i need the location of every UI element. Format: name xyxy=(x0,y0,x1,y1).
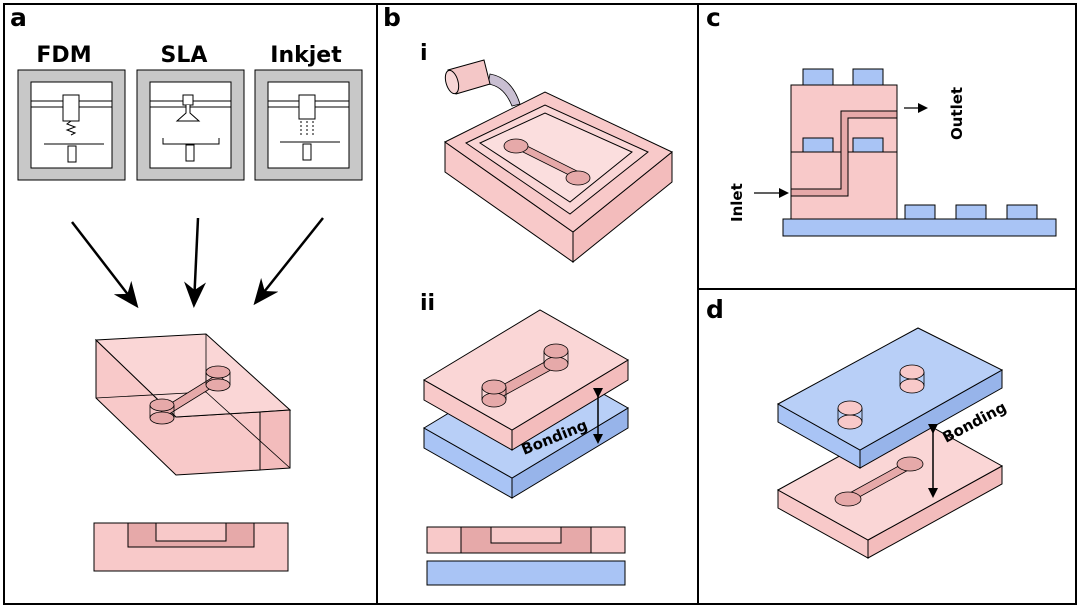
bonding-assembly: Bonding xyxy=(423,309,629,499)
printed-chip-cross-section xyxy=(93,522,289,572)
panel-d-label: d xyxy=(706,295,724,324)
printer-label-sla: SLA xyxy=(161,43,208,68)
printed-chip-3d xyxy=(94,333,292,476)
fdm-printer-icon xyxy=(17,69,126,181)
casting-mould xyxy=(444,91,673,264)
panel-b: b i ii xyxy=(383,3,673,586)
panel-borders xyxy=(3,3,1077,605)
inkjet-printer-icon xyxy=(254,69,363,181)
lego-bricks xyxy=(790,68,898,220)
converging-arrows xyxy=(71,217,324,309)
pink-channel-layer xyxy=(776,415,1004,559)
step-ii-label: ii xyxy=(420,291,435,316)
inlet-label: Inlet xyxy=(728,183,746,222)
printer-label-inkjet: Inkjet xyxy=(270,43,342,68)
panel-b-label: b xyxy=(383,3,401,32)
panel-c: c Inlet Outlet xyxy=(706,3,1057,237)
pouring-cup-icon xyxy=(444,59,521,107)
step-i-label: i xyxy=(420,41,428,66)
printer-label-fdm: FDM xyxy=(36,43,91,68)
outlet-label: Outlet xyxy=(948,87,966,140)
panel-a: a FDM SLA Inkjet xyxy=(10,3,363,572)
sla-printer-icon xyxy=(136,69,245,181)
blue-cover-layer xyxy=(776,327,1004,469)
bonding-cross-section xyxy=(426,526,626,586)
panel-d: d Bonding xyxy=(706,295,1009,559)
panel-c-label: c xyxy=(706,3,721,32)
panel-a-label: a xyxy=(10,3,27,32)
